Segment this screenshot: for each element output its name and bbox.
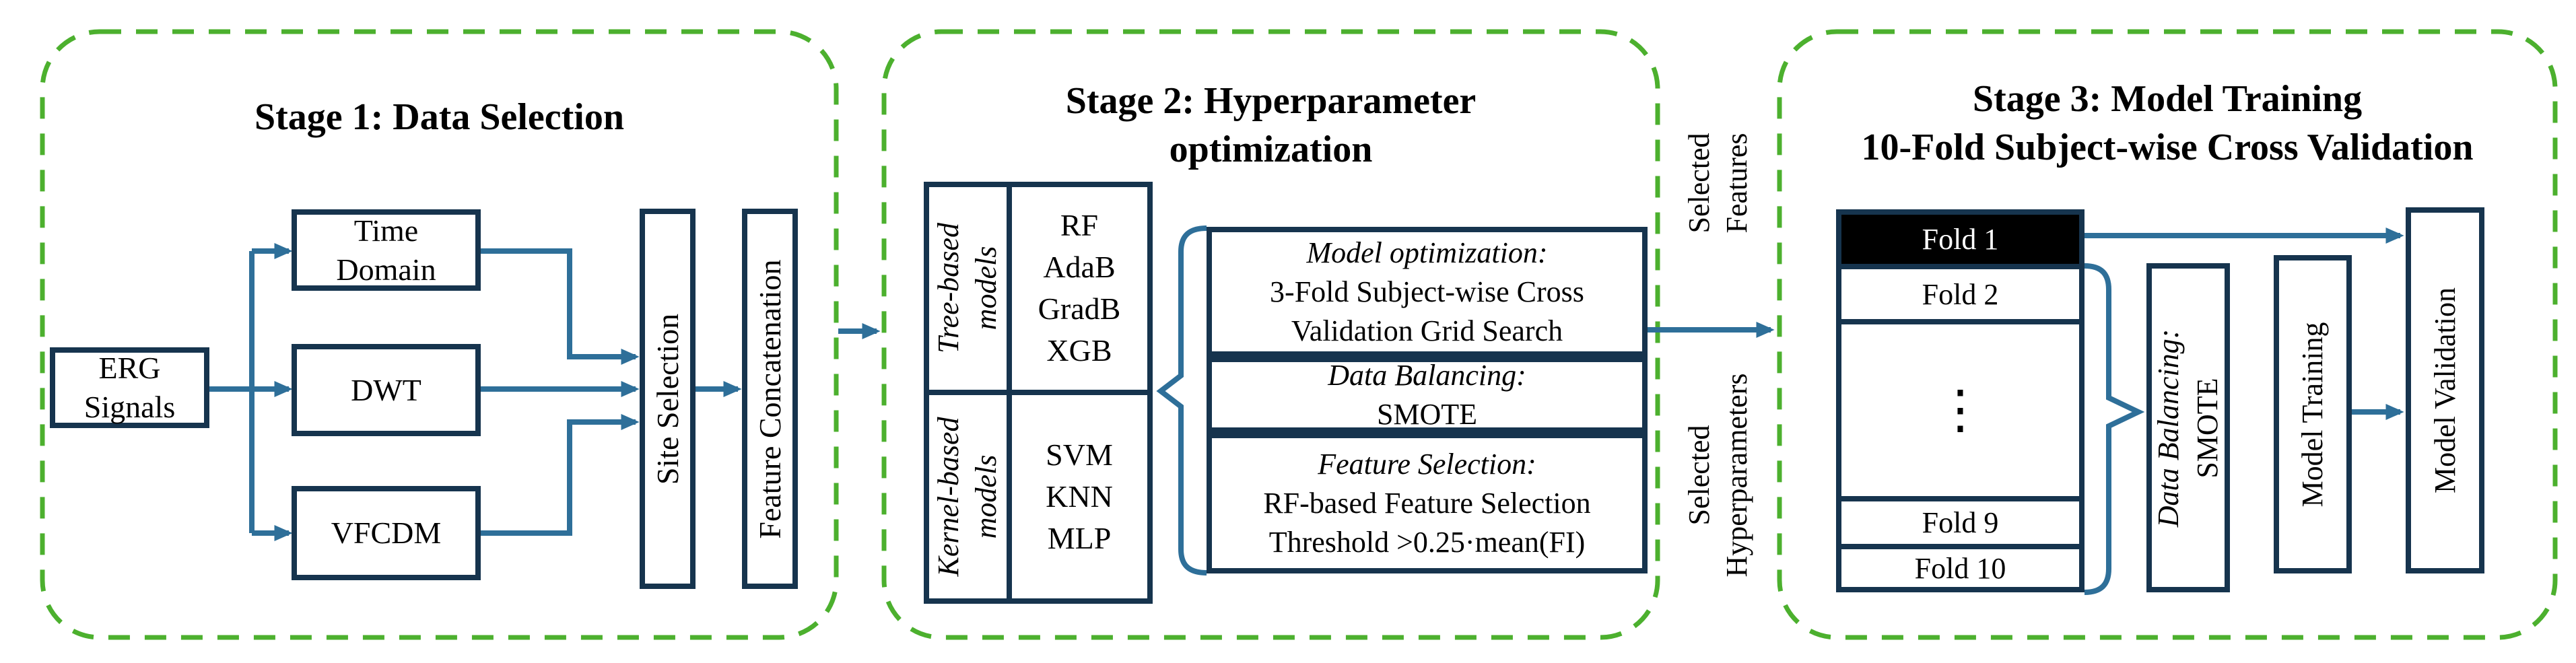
stage3-data-balancing-label: Data Balancing: SMOTE [2152,328,2224,527]
models-table-row-divider [929,390,1147,395]
tree-group-label: Tree-based models [932,223,1003,353]
model-gradb: GradB [1038,291,1121,326]
stage3-data-balancing-box: Data Balancing: SMOTE [2146,263,2230,592]
feature-selection-heading: Feature Selection: [1318,447,1536,481]
stage2-title-line2: optimization [1169,129,1373,170]
stage3-title: Stage 3: Model Training 10-Fold Subject-… [1777,75,2557,172]
kernel-group-cell: Kernel-based models [887,417,1047,576]
model-validation-box: Model Validation [2406,207,2484,573]
fold-ellipsis-row: ⋮ [1841,319,2079,496]
selected-features-label: Selected Features [1683,133,1753,234]
stage2-title: Stage 2: Hyperparameter optimization [882,77,1660,174]
data-balancing-box: Data Balancing: SMOTE [1207,357,1648,433]
stage2-title-line1: Stage 2: Hyperparameter [1065,80,1477,122]
tree-models-cell: RF AdaB GradB XGB [1038,205,1121,372]
kernel-group-label: Kernel-based models [932,417,1003,577]
stage2-brace [1156,225,1207,575]
data-balancing-heading: Data Balancing: [1328,358,1526,392]
stage2-dashed-border [881,29,1660,640]
model-optimization-heading: Model optimization: [1306,236,1548,269]
feature-concatenation-box: Feature Concatenation [742,209,798,589]
model-optimization-box: Model optimization: 3-Fold Subject-wise … [1207,227,1648,357]
model-adab: AdaB [1043,250,1116,284]
erg-signals-box: ERG Signals [50,347,209,428]
model-validation-label: Model Validation [2428,287,2462,493]
fold-2-row: Fold 2 [1841,264,2079,319]
stage1-dashed-border [40,29,839,640]
model-svm: SVM [1046,438,1113,472]
arrow-vfcdm-to-site-selection [481,414,640,536]
fold-1-row: Fold 1 [1841,215,2079,264]
dwt-box: DWT [292,344,481,436]
kernel-models-cell: SVM KNN MLP [1046,434,1113,559]
fold-10-row: Fold 10 [1841,544,2079,587]
model-training-box: Model Training [2274,255,2352,573]
model-xgb: XGB [1046,333,1112,368]
stage3-dashed-border [1777,29,2558,640]
tree-group-cell: Tree-based models [902,223,1033,353]
feature-concatenation-label: Feature Concatenation [752,258,787,539]
fold-table: Fold 1 Fold 2 ⋮ Fold 9 Fold 10 [1836,209,2084,592]
model-mlp: MLP [1047,521,1112,555]
stage3-title-line1: Stage 3: Model Training [1972,78,2363,120]
erg-signals-label: ERG Signals [83,351,176,424]
stage1-title: Stage 1: Data Selection [254,96,624,138]
feature-selection-box: Feature Selection: RF-based Feature Sele… [1207,433,1648,573]
site-selection-label: Site Selection [650,313,685,485]
time-domain-box: Time Domain [292,209,481,291]
model-training-label: Model Training [2296,321,2329,508]
vfcdm-label: VFCDM [331,516,442,551]
model-rf: RF [1060,208,1099,242]
dwt-label: DWT [351,372,421,407]
model-knn: KNN [1046,479,1113,514]
stage3-title-line2: 10-Fold Subject-wise Cross Validation [1861,127,2474,168]
models-table: Tree-based models RF AdaB GradB XGB Kern… [924,182,1153,604]
smote-label: SMOTE [1376,397,1478,431]
vfcdm-box: VFCDM [292,486,481,580]
stage3-brace [2084,263,2145,595]
time-domain-label: Time Domain [336,213,436,287]
arrow-time-domain-to-site-selection [481,248,640,365]
selected-hyperparameters-label: Selected Hyperparameters [1683,373,1753,578]
fold-9-row: Fold 9 [1841,496,2079,544]
site-selection-box: Site Selection [640,209,696,589]
